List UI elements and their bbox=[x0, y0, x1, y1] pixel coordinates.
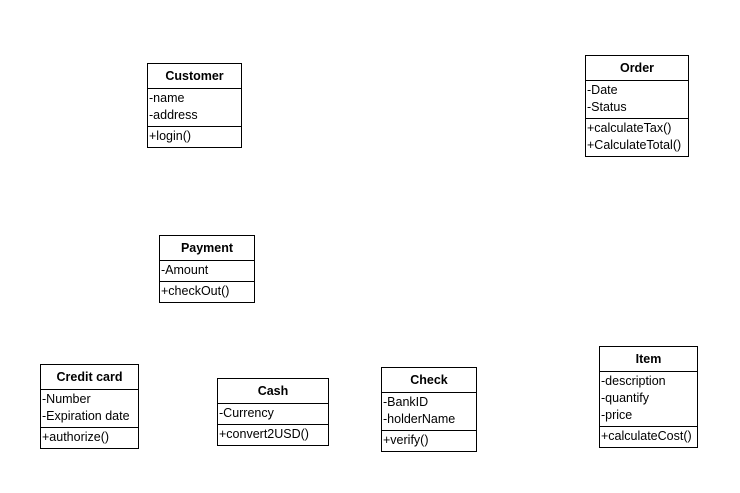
attributes-compartment: -Currency bbox=[218, 404, 328, 425]
class-credit-card: Credit card -Number -Expiration date +au… bbox=[40, 364, 139, 449]
attribute: -Number bbox=[42, 392, 91, 406]
attribute: -Currency bbox=[219, 406, 274, 420]
operation: +login() bbox=[149, 129, 192, 143]
class-name: Order bbox=[586, 56, 688, 81]
class-check: Check -BankID -holderName +verify() bbox=[381, 367, 477, 452]
class-name: Payment bbox=[160, 236, 254, 261]
attributes-compartment: -name -address bbox=[148, 89, 241, 127]
class-name: Customer bbox=[148, 64, 241, 89]
class-name: Cash bbox=[218, 379, 328, 404]
operation: +authorize() bbox=[42, 430, 110, 444]
attribute: -name bbox=[149, 91, 185, 105]
operation: +calculateTax() bbox=[587, 121, 672, 135]
operations-compartment: +authorize() bbox=[41, 428, 138, 448]
attributes-compartment: -Amount bbox=[160, 261, 254, 282]
attribute: -Amount bbox=[161, 263, 209, 277]
class-order: Order -Date -Status +calculateTax() +Cal… bbox=[585, 55, 689, 157]
attribute: -Date bbox=[587, 83, 618, 97]
operations-compartment: +calculateTax() +CalculateTotal() bbox=[586, 119, 688, 156]
attributes-compartment: -BankID -holderName bbox=[382, 393, 476, 431]
class-item: Item -description -quantify -price +calc… bbox=[599, 346, 698, 448]
class-name: Credit card bbox=[41, 365, 138, 390]
attribute: -holderName bbox=[383, 412, 456, 426]
attribute: -price bbox=[601, 408, 633, 422]
operation: +checkOut() bbox=[161, 284, 230, 298]
operations-compartment: +verify() bbox=[382, 431, 476, 451]
operation: +CalculateTotal() bbox=[587, 138, 682, 152]
attribute: -description bbox=[601, 374, 666, 388]
attribute: -Expiration date bbox=[42, 409, 130, 423]
operations-compartment: +checkOut() bbox=[160, 282, 254, 302]
class-customer: Customer -name -address +login() bbox=[147, 63, 242, 148]
attribute: -Status bbox=[587, 100, 627, 114]
attributes-compartment: -Date -Status bbox=[586, 81, 688, 119]
attributes-compartment: -description -quantify -price bbox=[600, 372, 697, 427]
class-name: Item bbox=[600, 347, 697, 372]
class-name: Check bbox=[382, 368, 476, 393]
class-cash: Cash -Currency +convert2USD() bbox=[217, 378, 329, 446]
operation: +verify() bbox=[383, 433, 429, 447]
attributes-compartment: -Number -Expiration date bbox=[41, 390, 138, 428]
operations-compartment: +login() bbox=[148, 127, 241, 147]
attribute: -BankID bbox=[383, 395, 429, 409]
operations-compartment: +calculateCost() bbox=[600, 427, 697, 447]
operations-compartment: +convert2USD() bbox=[218, 425, 328, 445]
attribute: -quantify bbox=[601, 391, 649, 405]
attribute: -address bbox=[149, 108, 198, 122]
operation: +calculateCost() bbox=[601, 429, 692, 443]
class-payment: Payment -Amount +checkOut() bbox=[159, 235, 255, 303]
operation: +convert2USD() bbox=[219, 427, 309, 441]
